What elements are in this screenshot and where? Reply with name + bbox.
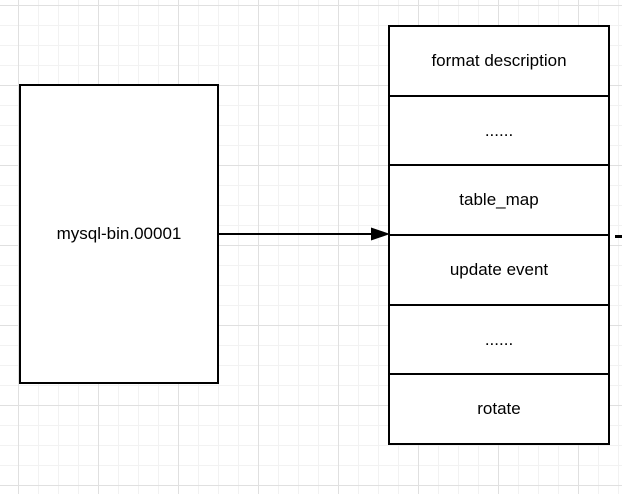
arrow-head-icon xyxy=(371,227,390,241)
event-table-row[interactable]: update event xyxy=(390,236,608,306)
event-row-label: ...... xyxy=(484,120,514,140)
event-row-label: format description xyxy=(431,50,567,70)
source-box[interactable]: mysql-bin.00001 xyxy=(19,84,219,384)
event-table-row[interactable]: rotate xyxy=(390,375,608,444)
event-row-label: update event xyxy=(449,259,549,279)
event-table-row[interactable]: ...... xyxy=(390,96,608,167)
event-row-label: ...... xyxy=(484,329,514,349)
event-row-label: table_map xyxy=(459,190,539,210)
event-table-row[interactable]: table_map xyxy=(390,166,608,237)
event-row-label: rotate xyxy=(477,399,521,419)
event-table-row[interactable]: format description xyxy=(390,27,608,97)
source-box-label: mysql-bin.00001 xyxy=(56,224,182,243)
event-table[interactable]: format description ...... table_map upda… xyxy=(388,25,610,445)
clipped-connector-fragment xyxy=(615,235,622,238)
connector-arrow[interactable] xyxy=(219,226,391,242)
event-table-row[interactable]: ...... xyxy=(390,305,608,376)
